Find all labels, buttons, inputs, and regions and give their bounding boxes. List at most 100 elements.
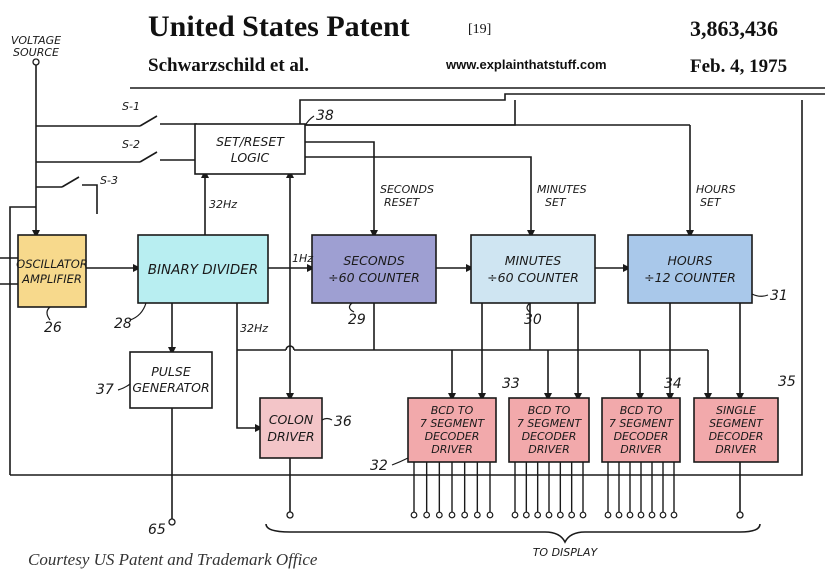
display-pin-terminal [534,511,542,519]
switch-s1-label: S-1 [122,100,140,113]
display-pin-terminal [545,511,553,519]
bcd1-label-2: 7 SEGMENT [420,417,486,430]
bcd3-label-3: DECODER [614,430,669,443]
display-pin-terminal [568,511,576,519]
bcd-decoder-1-block [407,397,497,463]
set-reset-label-2: LOGIC [231,150,270,165]
seconds-reset-2: RESET [384,196,421,209]
leader-lines [46,115,769,466]
pulse-generator-block [129,351,213,409]
display-pin-terminal [486,511,494,519]
patent-date: Feb. 4, 1975 [690,56,788,77]
display-pin-terminal [435,511,443,519]
pulse-label-1: PULSE [151,364,191,379]
hours-counter-block [627,234,753,304]
display-pin-terminal [648,511,656,519]
oscillator-label-2: AMPLIFIER [21,272,82,286]
display-pin-terminal [659,511,667,519]
bcd3-label-4: DRIVER [620,443,661,456]
display-pin-terminal [511,511,519,519]
minutes-label-2: ÷60 COUNTER [487,270,579,285]
ref-26: 26 [44,320,62,336]
display-pin-terminal [448,511,456,519]
single-label-3: DECODER [709,430,764,443]
ref-38: 38 [316,108,334,124]
to-display-label: TO DISPLAY [533,546,599,559]
patent-ref: [19] [468,22,492,37]
single-segment-decoder-block [693,397,779,463]
oscillator-amplifier-block [17,234,87,308]
pulse-label-2: GENERATOR [132,380,209,395]
seconds-reset-1: SECONDS [380,183,434,196]
display-pin-terminal [423,511,431,519]
arrowheads [32,170,744,432]
single-label-1: SINGLE [716,404,756,417]
hours-label-1: HOURS [667,253,712,268]
bcd1-label-4: DRIVER [431,443,472,456]
display-pin-terminal [410,511,418,519]
bcd2-label-1: BCD TO [528,404,571,417]
patent-title: United States Patent [148,10,410,43]
display-pin-terminal [579,511,587,519]
ref-32: 32 [370,458,388,474]
display-pin-terminal [670,511,678,519]
display-pin-terminal [615,511,623,519]
colon-driver-block [259,397,323,459]
switch-s3-label: S-3 [100,174,118,187]
bcd-decoder-2-block [508,397,590,463]
oscillator-label-1: OSCILLATOR [16,257,88,271]
patent-number: 3,863,436 [690,16,778,41]
display-pin-terminal [473,511,481,519]
minutes-counter-block [470,234,596,304]
freq-1hz: 1Hz [292,252,313,265]
hours-label-2: ÷12 COUNTER [644,270,736,285]
seconds-label-1: SECONDS [343,253,404,268]
ref-36: 36 [334,414,352,430]
set-reset-label-1: SET/RESET [216,134,285,149]
set-reset-logic-block [194,123,306,175]
binary-divider-block [137,234,269,304]
single-label-2: SEGMENT [709,417,764,430]
seconds-label-2: ÷60 COUNTER [328,270,420,285]
bcd2-label-4: DRIVER [528,443,569,456]
freq-32hz-b: 32Hz [240,322,268,335]
ref-35: 35 [778,374,796,390]
bcd1-label-3: DECODER [425,430,480,443]
bcd2-label-2: 7 SEGMENT [517,417,583,430]
bcd3-label-2: 7 SEGMENT [609,417,675,430]
ref-37: 37 [96,382,114,398]
display-pin-terminal [637,511,645,519]
ref-65: 65 [148,522,166,538]
display-pin-terminal [604,511,612,519]
single-label-4: DRIVER [715,443,756,456]
bcd-decoder-3-block [601,397,681,463]
colon-label-1: COLON [269,412,314,427]
seconds-counter-block [311,234,437,304]
ref-28: 28 [114,316,132,332]
bcd3-label-1: BCD TO [620,404,663,417]
bcd1-label-1: BCD TO [431,404,474,417]
voltage-label-2: SOURCE [13,46,59,59]
minutes-set-2: SET [545,196,567,209]
ref-33: 33 [502,376,520,392]
switch-s2-label: S-2 [122,138,140,151]
credit-line: Courtesy US Patent and Trademark Office [28,550,318,569]
ref-34: 34 [664,376,682,392]
display-pin-terminal [626,511,634,519]
ref-31: 31 [770,288,788,304]
minutes-label-1: MINUTES [505,253,562,268]
binary-divider-label: BINARY DIVIDER [148,262,258,278]
ref-29: 29 [348,312,366,328]
display-pin-terminal [522,511,530,519]
colon-label-2: DRIVER [267,429,314,444]
wires [0,62,825,544]
freq-32hz-a: 32Hz [209,198,237,211]
site-watermark: www.explainthatstuff.com [446,57,607,72]
terminals [32,58,744,526]
hours-set-1: HOURS [696,183,736,196]
ref-30: 30 [524,312,542,328]
inventors: Schwarzschild et al. [148,55,309,76]
bcd2-label-3: DECODER [522,430,577,443]
